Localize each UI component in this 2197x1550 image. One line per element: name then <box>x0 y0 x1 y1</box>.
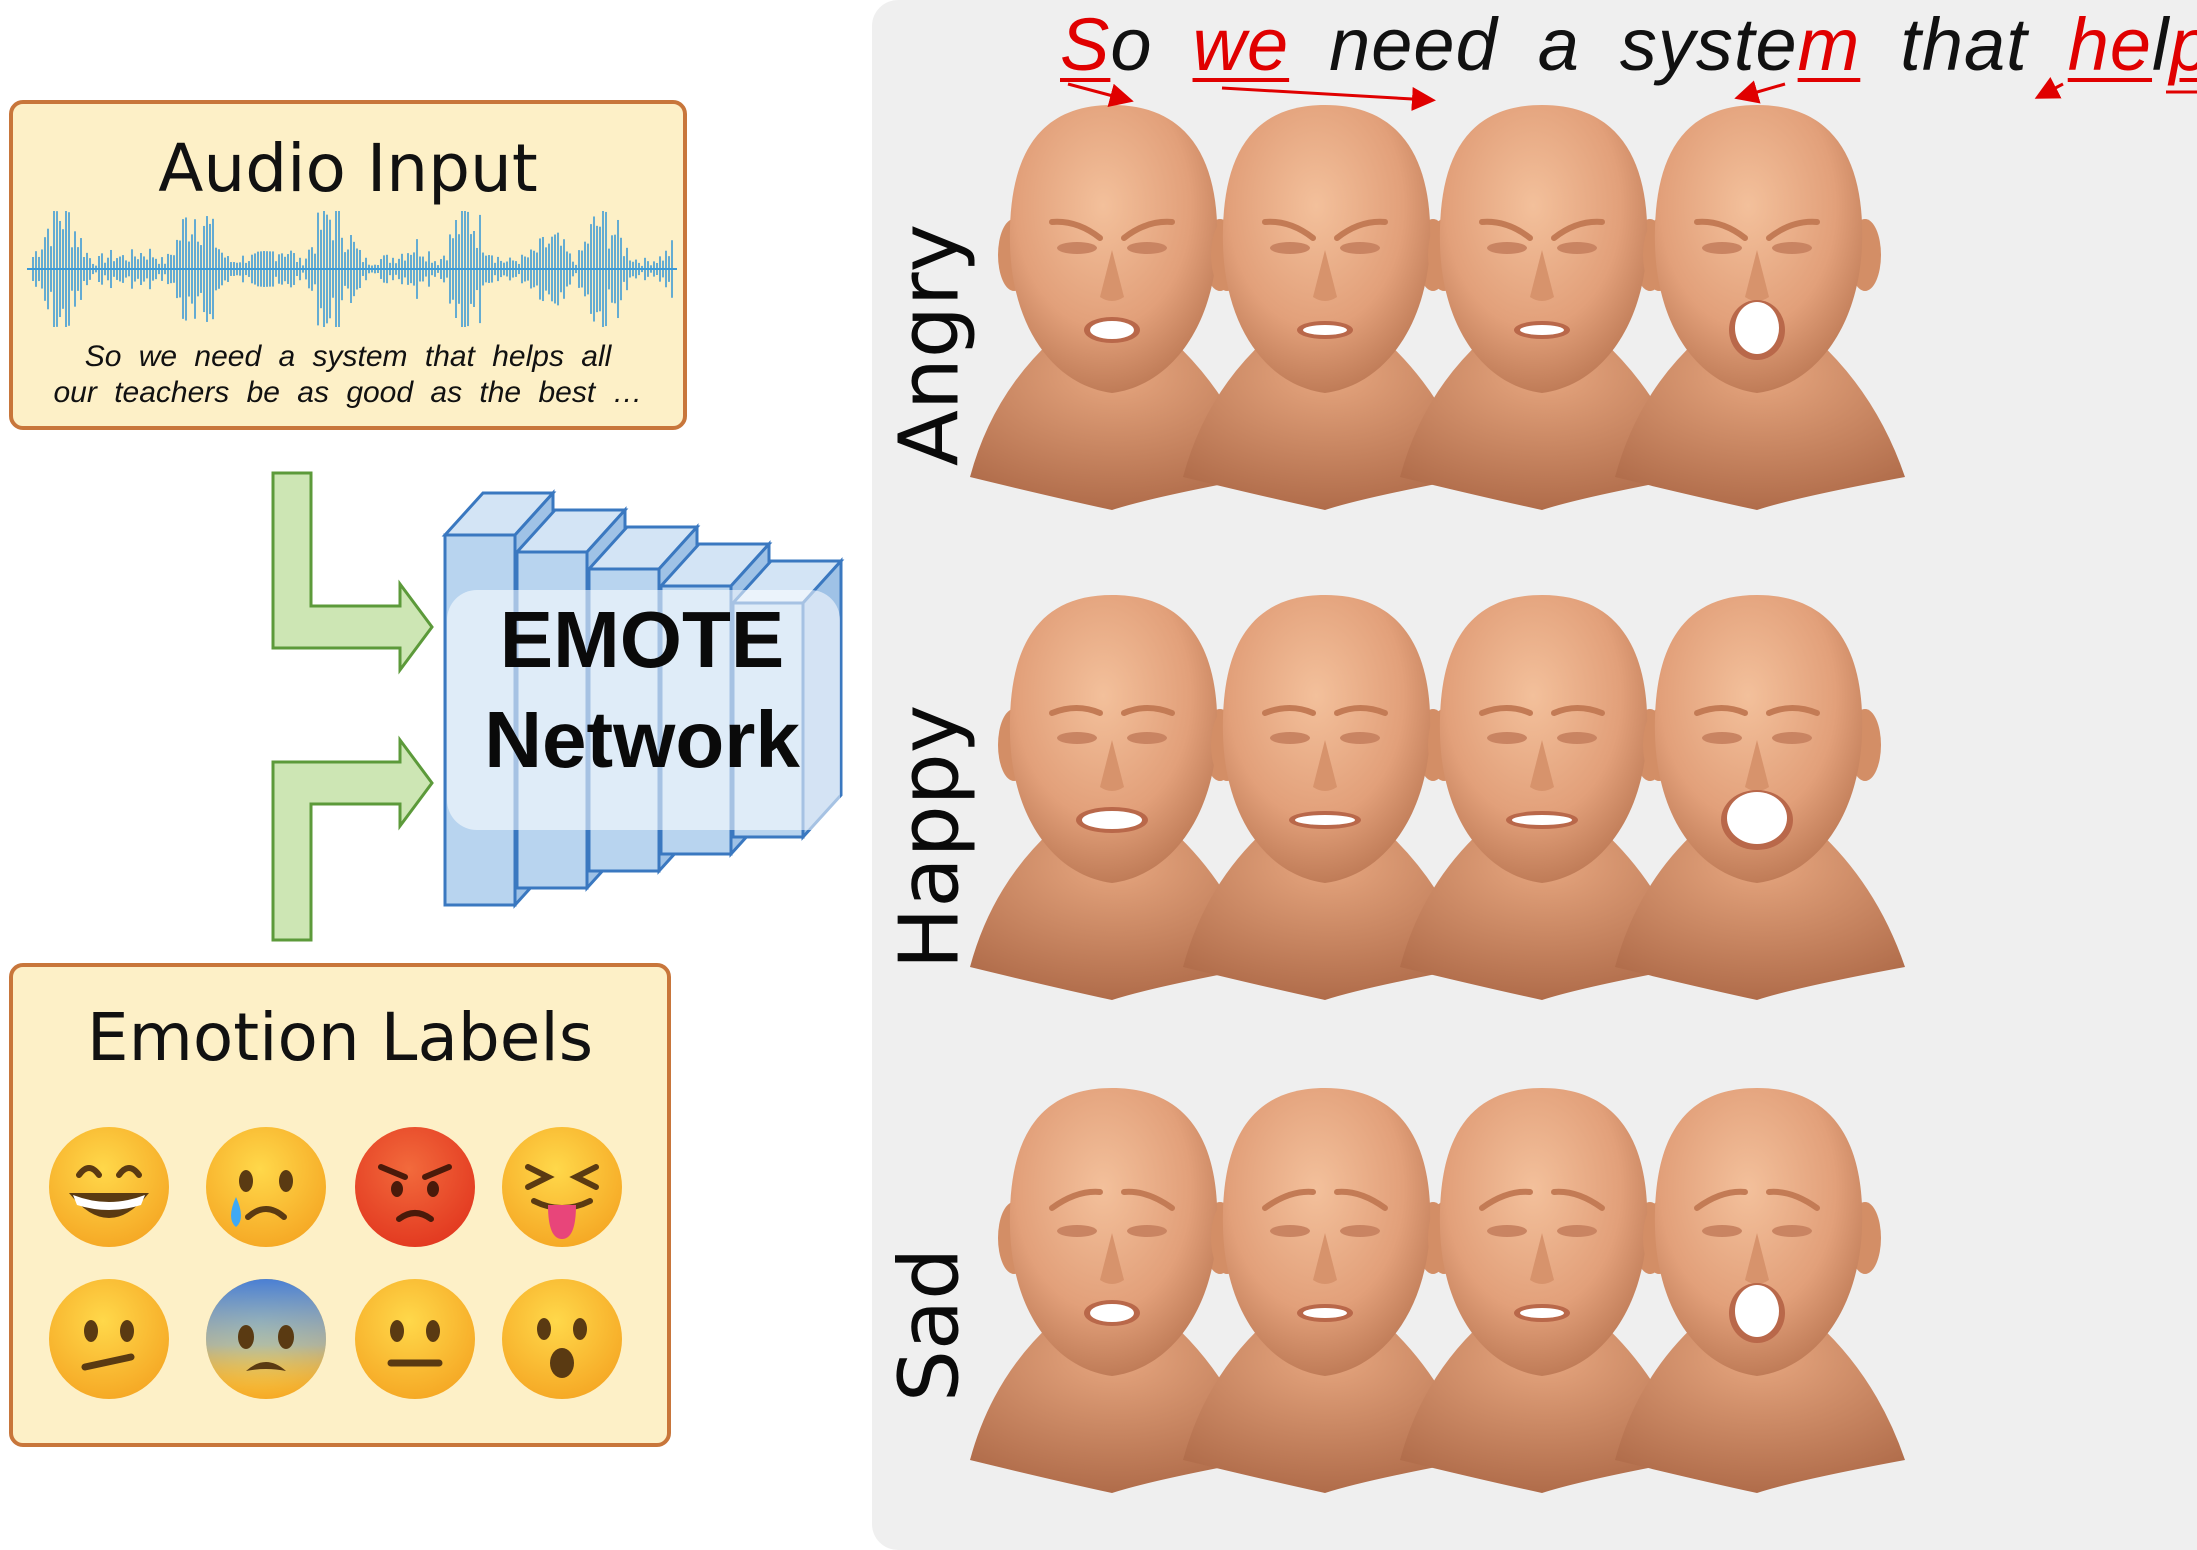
network-label-backdrop <box>447 590 840 830</box>
word-highlight: ps <box>2169 3 2197 86</box>
grinning-face-icon <box>49 1127 169 1247</box>
confused-face-icon <box>49 1279 169 1399</box>
word-highlight: we <box>1192 3 1290 86</box>
sentence-word: we <box>1193 3 1290 86</box>
pipeline-diagram <box>271 471 845 942</box>
sentence-word: a <box>1538 3 1580 86</box>
squinting-tongue-face-icon <box>502 1127 622 1247</box>
surprised-face-icon <box>502 1279 622 1399</box>
face-sad-4 <box>1615 1088 1905 1493</box>
face-sad-3 <box>1400 1088 1690 1493</box>
word-highlight: S <box>1060 3 1111 86</box>
sentence-word: that <box>1900 3 2027 86</box>
sentence-word: need <box>1329 3 1498 86</box>
network-subtitle: Network <box>484 695 800 784</box>
network-name: EMOTE <box>499 595 785 684</box>
face-angry-2 <box>1183 105 1473 510</box>
word-part: a <box>1537 3 1580 86</box>
emotion-labels-box: Emotion Labels <box>9 963 671 1447</box>
word-highlight: m <box>1797 3 1861 86</box>
emoji-grid <box>49 1127 622 1399</box>
sentence-word: system <box>1620 3 1860 86</box>
alignment-arrow <box>1221 86 1436 111</box>
emotion-to-network-arrow <box>271 735 434 942</box>
sentence-word: ps <box>2169 3 2197 86</box>
crying-face-icon <box>206 1127 326 1247</box>
face-happy-4 <box>1615 595 1905 1000</box>
network-layers <box>441 489 845 909</box>
word-part: l <box>2152 3 2170 86</box>
word-alignment-arrows <box>1067 77 2197 111</box>
transcript-line-2: our teachers be as good as the best … <box>53 376 643 409</box>
alignment-arrow <box>2034 77 2064 99</box>
emotion-labels-title: Emotion Labels <box>86 999 594 1076</box>
alignment-arrow <box>1734 80 1786 104</box>
word-part: need <box>1329 3 1498 86</box>
word-highlight: he <box>2067 3 2153 86</box>
audio-waveform-icon <box>27 211 677 327</box>
audio-input-box: Audio Input So we need a system that hel… <box>9 100 687 430</box>
emote-network-label: EMOTE Network <box>484 590 800 790</box>
audio-input-title: Audio Input <box>158 130 538 207</box>
angry-face-icon <box>355 1127 475 1247</box>
face-happy-3 <box>1400 595 1690 1000</box>
face-angry-4 <box>1615 105 1905 510</box>
word-part: o <box>1110 3 1153 86</box>
transcript-line-1: So we need a system that helps all <box>84 340 612 373</box>
sentence-word: So <box>1060 3 1153 86</box>
face-happy-2 <box>1183 595 1473 1000</box>
word-part: syste <box>1619 3 1798 86</box>
audio-to-network-arrow <box>271 471 434 675</box>
neutral-face-icon <box>355 1279 475 1399</box>
alignment-arrow <box>1067 82 1134 107</box>
word-part: that <box>1900 3 2028 86</box>
anxious-sweat-face-icon <box>206 1279 326 1399</box>
sentence-word: hel <box>2068 3 2170 86</box>
